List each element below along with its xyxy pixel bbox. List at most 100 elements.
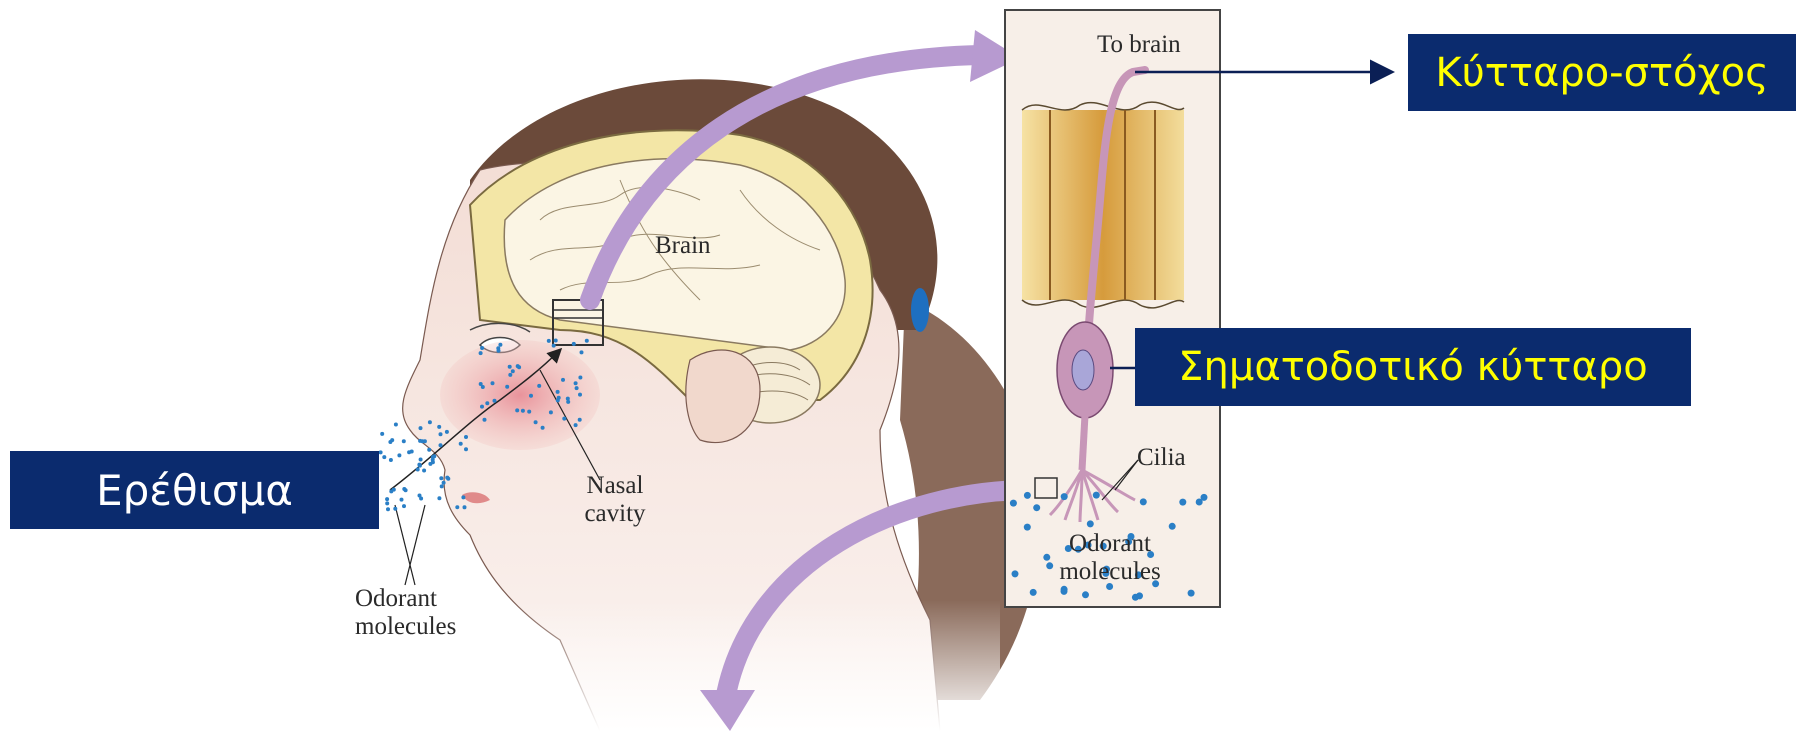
label-odorant-left-line2: molecules — [355, 613, 456, 641]
callout-target-cell: Κύτταρο-στόχος — [1408, 34, 1796, 111]
odorant-dot — [508, 373, 512, 377]
odorant-dot — [402, 439, 406, 443]
label-to-brain: To brain — [1097, 31, 1181, 59]
odorant-dot — [379, 450, 383, 454]
odorant-dot — [1196, 499, 1203, 506]
inset-panel — [1005, 10, 1220, 607]
odorant-dot — [497, 349, 501, 353]
odorant-dot — [498, 343, 502, 347]
odorant-dot — [1087, 520, 1094, 527]
neuron-dendrite — [1082, 415, 1085, 470]
odorant-dot — [400, 498, 404, 502]
label-brain: Brain — [655, 232, 711, 260]
odorant-dot — [1012, 570, 1019, 577]
odorant-dot — [439, 443, 443, 447]
odorant-dot — [439, 476, 443, 480]
odorant-dot — [437, 496, 441, 500]
odorant-dot — [561, 378, 565, 382]
odorant-dot — [1010, 500, 1017, 507]
odorant-dot — [459, 442, 463, 446]
odorant-dot — [437, 425, 441, 429]
odorant-dot — [386, 507, 390, 511]
odorant-dot — [461, 495, 465, 499]
odorant-dot — [485, 401, 489, 405]
label-odorant-right-line1: Odorant — [1035, 530, 1185, 558]
odorant-dot — [1024, 524, 1031, 531]
odorant-dot — [578, 418, 582, 422]
label-odorant-right-line2: molecules — [1035, 558, 1185, 586]
odorant-dot — [1082, 591, 1089, 598]
odorant-dot — [464, 435, 468, 439]
odorant-dot — [1061, 493, 1068, 500]
odorant-dot — [556, 398, 560, 402]
hair-tie — [911, 288, 929, 332]
odorant-dot — [521, 409, 525, 413]
odorant-dot — [529, 394, 533, 398]
neuron-nucleus — [1072, 350, 1094, 390]
odorant-dot — [481, 385, 485, 389]
odorant-dot — [419, 426, 423, 430]
odorant-dot — [534, 420, 538, 424]
odorant-dot — [554, 339, 558, 343]
odorant-dot — [480, 346, 484, 350]
odorant-dot — [394, 423, 398, 427]
odorant-dot — [511, 369, 515, 373]
odorant-dot — [432, 454, 436, 458]
odorant-dot — [402, 487, 406, 491]
odorant-dot — [516, 364, 520, 368]
odorant-dot — [416, 468, 420, 472]
odorant-dot — [382, 455, 386, 459]
odorant-dot — [574, 381, 578, 385]
odorant-dot — [566, 397, 570, 401]
odorant-dot — [442, 481, 446, 485]
callout-stimulus: Ερέθισμα — [10, 451, 379, 529]
odorant-dot — [508, 365, 512, 369]
odorant-dot — [578, 393, 582, 397]
odorant-dot — [572, 342, 576, 346]
odorant-dot — [1093, 492, 1100, 499]
odorant-dot — [1024, 492, 1031, 499]
odorant-dot — [505, 385, 509, 389]
odorant-dot — [463, 505, 467, 509]
odorant-dot — [385, 501, 389, 505]
odorant-dot — [419, 497, 423, 501]
odorant-dot — [575, 386, 579, 390]
odorant-dot — [431, 460, 435, 464]
odorant-dot — [420, 439, 424, 443]
odorant-dot — [439, 432, 443, 436]
odorant-dot — [422, 469, 426, 473]
odorant-dot — [480, 405, 484, 409]
odorant-dot — [549, 410, 553, 414]
odorant-dot — [1061, 588, 1068, 595]
odorant-dot — [440, 484, 444, 488]
odorant-dot — [389, 458, 393, 462]
odorant-dot — [547, 339, 551, 343]
odorant-dot — [1188, 590, 1195, 597]
odorant-dot — [556, 390, 560, 394]
label-nasal-cavity-line1: Nasal — [560, 472, 670, 500]
odorant-dot — [393, 507, 397, 511]
odorant-dot — [493, 399, 497, 403]
odorant-dot — [1030, 589, 1037, 596]
odorant-dot — [380, 432, 384, 436]
odorant-dot — [541, 426, 545, 430]
odorant-dot — [483, 418, 487, 422]
odorant-dot — [445, 476, 449, 480]
label-odorant-left: Odorant molecules — [355, 585, 456, 641]
odorant-dot — [578, 376, 582, 380]
odorant-dot — [1136, 592, 1143, 599]
callout-signaling-cell: Σηματοδοτικό κύτταρο — [1135, 328, 1691, 406]
odorant-dot — [455, 505, 459, 509]
label-nasal-cavity: Nasal cavity — [560, 472, 670, 528]
odorant-dot — [491, 381, 495, 385]
odorant-dot — [445, 430, 449, 434]
odorant-dot — [419, 458, 423, 462]
odorant-dot — [1140, 498, 1147, 505]
odorant-dot — [580, 350, 584, 354]
odorant-dot — [585, 339, 589, 343]
odorant-dot — [417, 463, 421, 467]
odorant-dot — [515, 408, 519, 412]
odorant-dot — [402, 504, 406, 508]
odorant-dot — [389, 489, 393, 493]
odorant-dot — [464, 447, 468, 451]
